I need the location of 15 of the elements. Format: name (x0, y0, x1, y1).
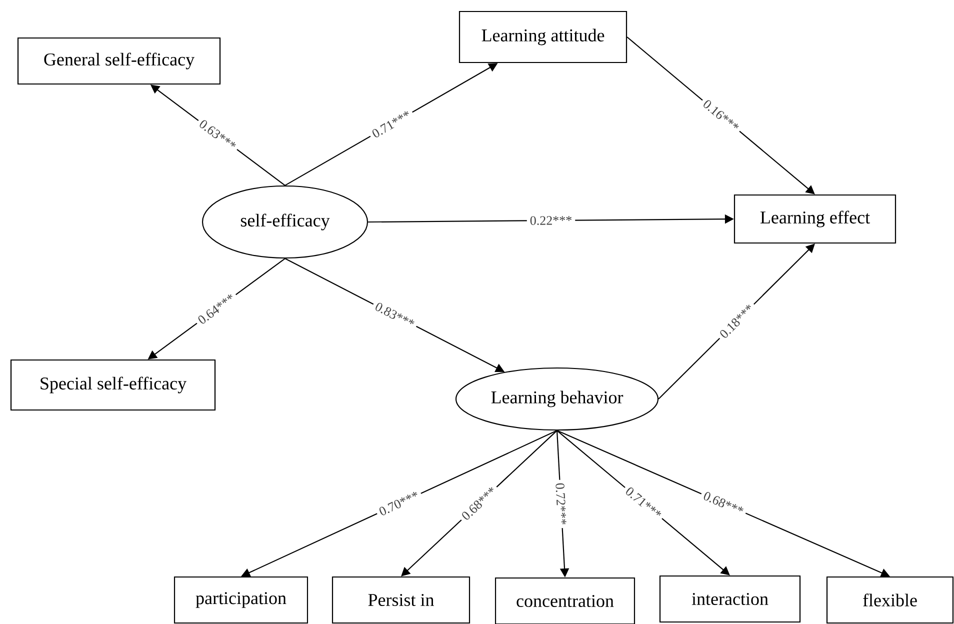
edge-label: 0.83*** (370, 298, 420, 333)
text-box: flexible (826, 576, 954, 624)
text-box: Persist in (332, 576, 470, 624)
text-box: interaction (659, 575, 801, 623)
text-box: General self-efficacy (17, 37, 221, 85)
text-box: Learning effect (734, 194, 896, 244)
edge-label: 0.68*** (698, 487, 749, 520)
ellipse-node: Learning behavior (455, 367, 659, 431)
edge-label: 0.72*** (552, 480, 570, 528)
text-box: participation (174, 576, 308, 624)
text-box: Learning attitude (458, 10, 628, 64)
edge-label: 0.22*** (526, 212, 576, 228)
text-box: Special self-efficacy (10, 359, 216, 411)
ellipse-node: self-efficacy (202, 185, 368, 259)
text-box: concentration (494, 577, 636, 624)
